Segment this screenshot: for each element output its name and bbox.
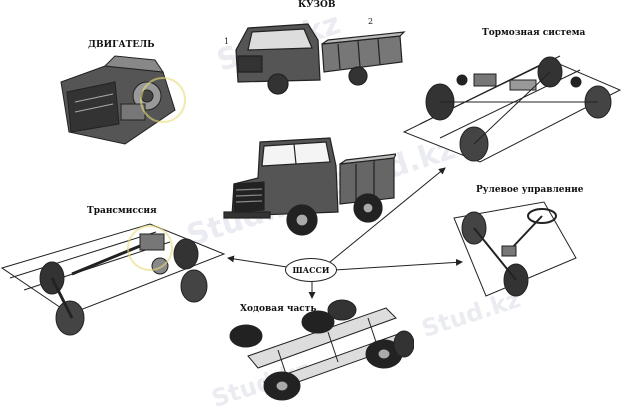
arrow-to-transmission [227,255,288,268]
callout-2: 2 [368,17,373,26]
steering-illustration [453,201,577,297]
label-engine: ДВИГАТЕЛЬ [88,40,155,50]
truck-body-illustration: 1 2 [224,17,406,95]
callout-1: 1 [224,37,229,46]
label-brakes: Тормозная система [482,28,586,38]
engine-illustration [60,55,186,145]
arrow-to-brakes [329,167,446,263]
arrow-to-steering [334,258,463,271]
brake-system-illustration [402,55,622,163]
label-body: КУЗОВ [298,0,336,10]
chassis-label: ШАССИ [292,265,330,275]
label-steering: Рулевое управление [476,185,584,195]
chassis-hub: ШАССИ [285,258,337,282]
label-transmission: Трансмиссия [87,206,157,216]
truck-illustration [223,137,396,236]
running-gear-illustration [229,299,414,401]
transmission-illustration [0,223,226,336]
label-running-gear: Ходовая часть [240,304,317,314]
